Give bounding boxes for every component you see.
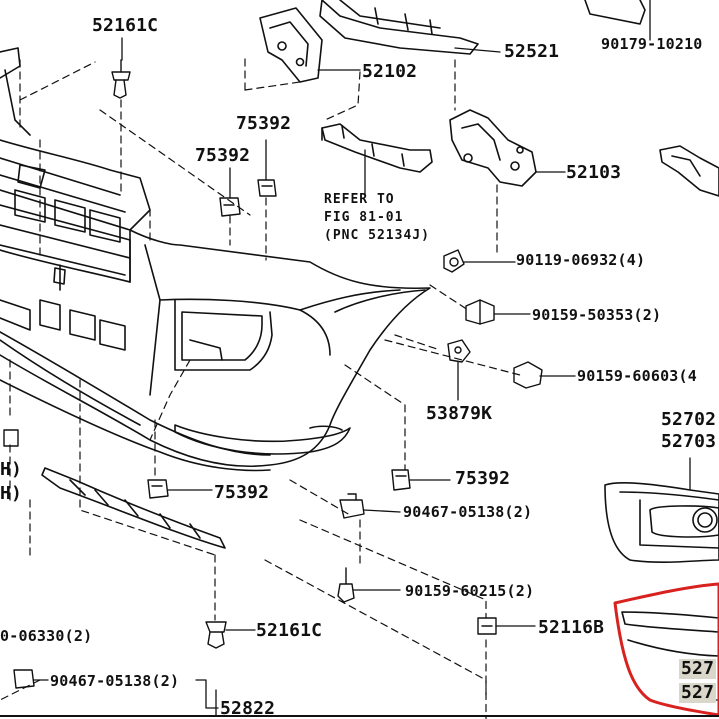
fog-lamp-lower-cover xyxy=(621,611,719,657)
reference-note-line3: (PNC 52134J) xyxy=(324,228,430,243)
bracket-right-partial xyxy=(659,145,719,197)
leader-lines xyxy=(33,0,691,709)
callout-90159-60603[interactable]: 90159-60603(4 xyxy=(577,367,697,385)
callout-52103[interactable]: 52103 xyxy=(566,162,622,183)
upper-grille-frame xyxy=(0,47,151,291)
bracket-upper-right xyxy=(584,0,646,25)
callout-h-b[interactable]: H) xyxy=(0,483,23,504)
callout-90119-06932[interactable]: 90119-06932(4) xyxy=(516,251,646,269)
reference-note-line1: REFER TO xyxy=(324,192,395,207)
reference-note-line2: FIG 81-01 xyxy=(324,210,404,225)
callout-52822[interactable]: 52822 xyxy=(220,698,276,719)
callout-06330[interactable]: 0-06330(2) xyxy=(0,627,93,645)
callout-90159-60215[interactable]: 90159-60215(2) xyxy=(405,582,535,600)
fasteners xyxy=(3,59,543,689)
callout-90467-05138-b[interactable]: 90467-05138(2) xyxy=(50,672,180,690)
callout-90159-50353[interactable]: 90159-50353(2) xyxy=(532,306,662,324)
callout-52161c-bottom[interactable]: 52161C xyxy=(256,620,323,641)
callout-75392-a[interactable]: 75392 xyxy=(236,113,292,134)
callout-90467-05138-a[interactable]: 90467-05138(2) xyxy=(403,503,533,521)
callout-52116b[interactable]: 52116B xyxy=(538,617,605,638)
callout-75392-c[interactable]: 75392 xyxy=(455,468,511,489)
callout-75392-d[interactable]: 75392 xyxy=(214,482,270,503)
bracket-52134j xyxy=(321,123,433,173)
fog-lamp-bezel xyxy=(604,482,719,564)
lower-spoiler xyxy=(41,467,226,549)
bracket-52521 xyxy=(319,0,479,55)
callout-527-a[interactable]: 527 xyxy=(679,658,717,679)
front-bumper-cover xyxy=(0,229,431,472)
bracket-52103 xyxy=(449,109,537,187)
callout-52102[interactable]: 52102 xyxy=(362,61,418,82)
callout-52702[interactable]: 52702 xyxy=(661,409,717,430)
callout-52161c-top[interactable]: 52161C xyxy=(92,15,159,36)
callout-52703[interactable]: 52703 xyxy=(661,431,717,452)
callout-h-a[interactable]: H) xyxy=(0,459,23,480)
callout-75392-b[interactable]: 75392 xyxy=(195,145,251,166)
red-highlight-outline xyxy=(613,582,719,717)
bracket-52102 xyxy=(259,7,323,83)
callout-52521[interactable]: 52521 xyxy=(504,41,560,62)
callout-90179-10210[interactable]: 90179-10210 xyxy=(601,35,703,53)
assembly-dashed-lines xyxy=(0,54,521,719)
callout-527-b[interactable]: 527 xyxy=(679,682,717,703)
callout-53879k[interactable]: 53879K xyxy=(426,403,493,424)
